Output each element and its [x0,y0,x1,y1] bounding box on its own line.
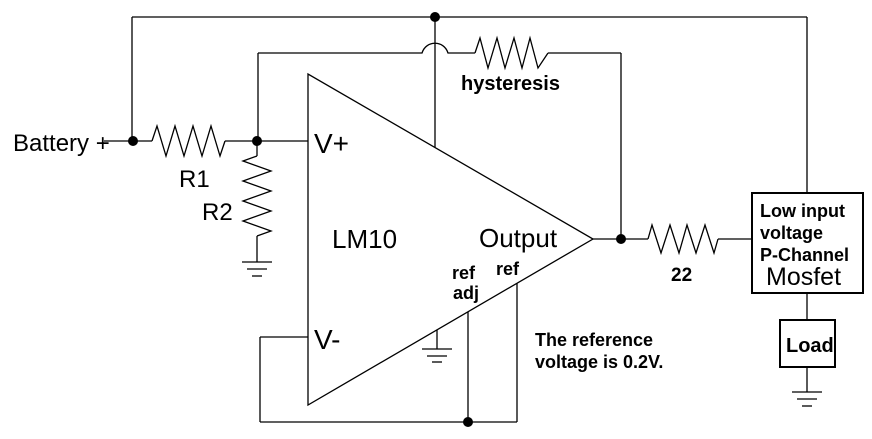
battery-label: Battery + [13,130,110,157]
r2-label: R2 [202,199,233,226]
resistor-22 [647,222,719,256]
opamp-triangle [307,72,595,407]
ground-symbol-load [792,391,822,407]
refadj-label-line2: adj [453,283,479,303]
junction-dot-divider [252,136,262,146]
wire-feedback-hop [258,42,475,54]
refadj-label-line1: ref [452,263,476,283]
mosfet-box [751,192,864,294]
r1-label: R1 [179,166,210,193]
junction-dot-refadj [463,417,473,427]
output-label: Output [479,223,558,253]
vminus-label: V- [314,324,340,355]
note-line2: voltage is 0.2V. [535,352,663,372]
ground-symbol-r2 [242,261,272,277]
junction-dot-supply [430,12,440,22]
load-box [779,319,836,368]
junction-dot-output [616,234,626,244]
resistor-r2 [241,155,273,237]
mosfet-label-line1: Low input [760,201,845,221]
note-line1: The reference [535,330,653,350]
resistor-hysteresis [474,35,549,71]
opamp-label: LM10 [332,224,397,254]
junction-dot-battery [128,136,138,146]
resistor-r1 [151,123,226,159]
ref-label: ref [496,259,520,279]
gate-resistor-value-label: 22 [671,265,692,286]
vplus-label: V+ [314,128,349,159]
hysteresis-label: hysteresis [461,73,560,95]
mosfet-label-line3: P-Channel [760,245,849,265]
load-label: Load [786,335,834,357]
mosfet-label-line2: voltage [760,223,823,243]
mosfet-label-line4: Mosfet [766,263,841,291]
ground-symbol-opamp [422,348,452,363]
